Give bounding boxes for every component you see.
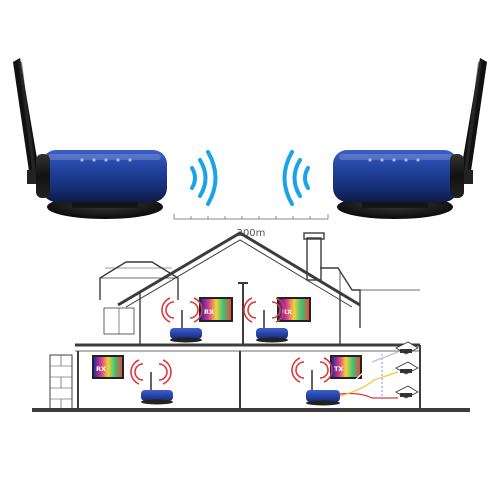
right-receiver-device [333, 58, 487, 219]
distance-label: 200m [237, 228, 266, 239]
signal-rings-icon [291, 357, 333, 383]
tv-rx-upper-right: RX [277, 297, 311, 322]
signal-rings-icon [243, 297, 285, 323]
mini-receiver-upper-left [161, 297, 203, 343]
signal-rings-icon [130, 359, 172, 385]
mini-receiver-upper-right [243, 297, 288, 343]
tv-label-rx: RX [204, 308, 214, 316]
left-device-body [42, 150, 167, 202]
tv-label-rx: RX [282, 308, 292, 316]
signal-rings-icon [161, 297, 203, 323]
mini-transmitter-lower-right [291, 357, 340, 406]
right-device-body [333, 150, 458, 202]
mini-receiver-lower-left [130, 359, 173, 405]
tv-label-rx: RX [96, 365, 106, 373]
distance-ruler [173, 214, 329, 220]
left-status-leds [80, 158, 132, 162]
tv-label-tx: TX [334, 365, 343, 373]
av-cables [339, 351, 399, 399]
tv-tx-lower-right: TX [330, 355, 362, 379]
right-status-leds [368, 158, 420, 162]
tv-rx-upper-left: RX [199, 297, 233, 322]
right-signal-waves-icon [282, 150, 310, 206]
av-source-boxes [395, 341, 419, 399]
left-signal-waves-icon [190, 150, 218, 206]
left-transmitter-device [13, 58, 167, 219]
set-top-box-icon [400, 349, 412, 353]
tv-rx-lower-left: RX [92, 355, 124, 379]
house-diagram [32, 231, 470, 412]
